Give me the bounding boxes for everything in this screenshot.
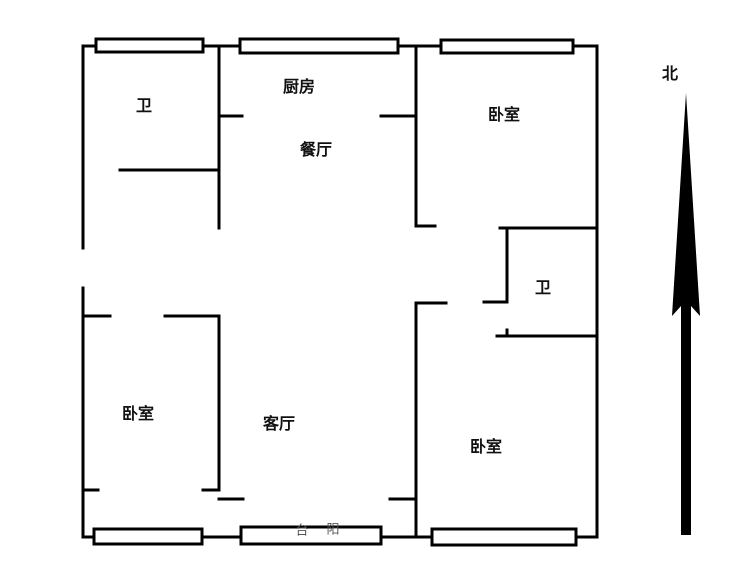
north-arrow-icon	[672, 93, 700, 535]
north-label: 北	[661, 64, 679, 83]
room-label-living: 客厅	[262, 414, 296, 433]
room-label-dining: 餐厅	[299, 140, 333, 159]
room-label-bathroom: 卫	[534, 278, 552, 297]
window-bottom-1	[92, 527, 204, 546]
window-top-3	[439, 38, 575, 55]
room-label-bathroom: 卫	[135, 96, 153, 115]
window-top-1	[94, 37, 205, 54]
window-bottom-2	[239, 525, 383, 546]
windows	[92, 37, 578, 547]
north-arrow-head	[672, 93, 700, 535]
room-label-bedroom: 卧室	[121, 404, 155, 423]
balcony-label-1: 台	[295, 523, 309, 539]
window-top-2	[238, 37, 400, 55]
balcony-label-2: 阳	[326, 522, 340, 538]
room-label-bedroom: 卧室	[469, 437, 503, 456]
room-label-bedroom: 卧室	[487, 105, 521, 124]
window-bottom-3	[430, 527, 578, 547]
room-label-kitchen: 厨房	[282, 77, 316, 96]
